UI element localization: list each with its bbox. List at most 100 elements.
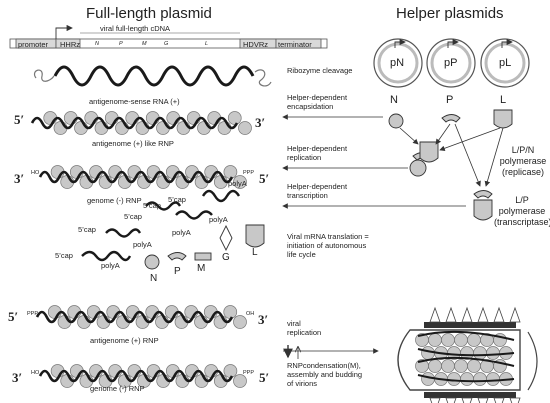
rna-strand (417, 330, 515, 341)
rna-strand (417, 374, 515, 383)
ppp-label-2: PPP (27, 311, 39, 317)
segment-hhrz: HHRz (60, 40, 80, 49)
replicase-label-1: L/P/N (511, 145, 535, 155)
rnp-layer (30, 111, 252, 388)
segment-n: N (95, 41, 99, 47)
nucleoprotein (454, 333, 468, 347)
genome-rnp-final (38, 364, 247, 388)
segment-hdvrz: HDVRz (243, 40, 269, 49)
end-5prime-4: 5′ (259, 370, 270, 385)
helper-pl: pL (499, 57, 512, 69)
rna-strand (417, 356, 515, 367)
cdna-label: viral full-length cDNA (100, 24, 171, 33)
nucleoprotein (467, 359, 481, 373)
glycoprotein-spike (429, 306, 441, 323)
mrna-cap-3: 5’cap (124, 212, 142, 221)
glycoprotein-spike (445, 397, 457, 403)
prot-p-label: P (174, 266, 181, 277)
nucleoprotein (223, 364, 238, 378)
end-5prime-1: 5′ (14, 112, 25, 127)
virion (397, 306, 538, 403)
segment-l: L (205, 41, 209, 47)
nucleoprotein (486, 346, 500, 360)
ppp-label-3: PPP (243, 370, 255, 376)
antigenome-rnp-final (35, 305, 247, 329)
nucleoprotein (441, 359, 455, 373)
mrna-polya-5: polyA (228, 179, 247, 188)
nucleoprotein (460, 372, 474, 386)
assembly-arrows (399, 123, 504, 187)
title-full-length-plasmid: Full-length plasmid (86, 5, 212, 22)
segment-p: P (119, 41, 123, 47)
antigenome-sense-rna (53, 65, 255, 87)
step-mrna-3: life cycle (287, 250, 316, 259)
protein-shapes (388, 109, 513, 221)
step-rnp-3: of virions (287, 379, 318, 388)
oh-label: OH (246, 311, 255, 317)
mrna-cap-5: 5’cap (168, 195, 186, 204)
virion-spikes (429, 306, 521, 403)
glycoprotein-spike (477, 306, 489, 323)
genome-rnp (38, 165, 247, 189)
ho-label-1: HO (31, 170, 40, 176)
helper-pp: pP (444, 57, 458, 69)
rna-strand (38, 170, 234, 184)
nucleoprotein (223, 165, 238, 179)
replicase-label-2: polymerase (499, 156, 547, 166)
ribozyme-fragment-right (254, 69, 272, 87)
protein-l-label: L (500, 94, 507, 106)
transcriptase-label-1: L/P (515, 195, 529, 205)
nucleoprotein (473, 372, 487, 386)
step-encaps-2: encapsidation (287, 102, 334, 111)
mrna-polya-1: polyA (101, 261, 120, 270)
mrna-polya-4: polyA (209, 215, 228, 224)
glycoprotein-spike (493, 306, 505, 323)
segment-terminator: terminator (278, 40, 312, 49)
nucleoprotein (233, 374, 247, 388)
segment-g: G (164, 41, 169, 47)
end-5prime-3: 5′ (8, 309, 19, 324)
rna-strand (35, 310, 234, 324)
end-3prime-1: 3′ (255, 115, 266, 130)
nucleoprotein (486, 372, 500, 386)
glycoprotein-spike (461, 397, 473, 403)
step-mrna-2: initiation of autonomous (287, 241, 367, 250)
nucleoprotein (223, 305, 238, 319)
nucleoprotein (473, 346, 487, 360)
prot-m-label: M (197, 263, 206, 274)
mrna-cap-1: 5’cap (55, 251, 73, 260)
step-rnp-1: RNPcondensation(M), (287, 361, 361, 370)
mrnas (81, 189, 241, 262)
glycoprotein-spike (445, 306, 457, 323)
glycoprotein-spike (429, 397, 441, 403)
title-helper-plasmids: Helper plasmids (396, 5, 504, 22)
nucleoprotein (467, 333, 481, 347)
glycoprotein-spike (509, 306, 521, 323)
step-rnp-2: assembly and budding (287, 370, 363, 379)
ribozyme-fragment-left (34, 69, 55, 82)
rna-strand (30, 116, 239, 130)
step-encaps-1: Helper-dependent (287, 93, 348, 102)
prot-n-label: N (150, 273, 158, 284)
transcriptase-label-3: (transcriptase) (494, 217, 550, 227)
mrna-polya-2: polyA (133, 240, 152, 249)
step-trans-2: transcription (287, 191, 328, 200)
label-genome-rnp: genome (-) RNP (87, 196, 142, 205)
step-viral-repl-2: replication (287, 328, 322, 337)
nucleoprotein (454, 359, 468, 373)
end-3prime-4: 3′ (12, 370, 23, 385)
segment-promoter: promoter (18, 40, 49, 49)
step-mrna-1: Viral mRNA translation = (287, 232, 369, 241)
step-repl-2: replication (287, 153, 322, 162)
viral-proteins (144, 224, 265, 270)
protein-p-label: P (446, 94, 454, 106)
antigenome-like-rnp (30, 111, 252, 135)
helper-plasmids (373, 38, 530, 88)
plasmid-bar (9, 38, 328, 49)
glycoprotein-spike (477, 397, 489, 403)
label-antigenome-sense: antigenome-sense RNA (+) (89, 97, 180, 106)
nucleoprotein (441, 333, 455, 347)
nucleoprotein (227, 111, 242, 125)
step-arrows (282, 114, 466, 354)
